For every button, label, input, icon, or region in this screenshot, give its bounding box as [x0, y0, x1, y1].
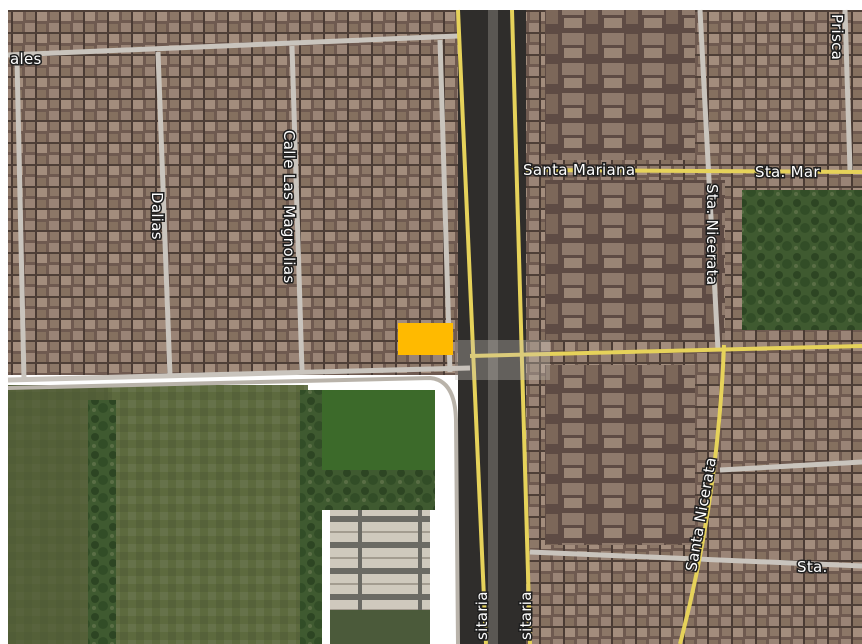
street-label-santa-mariana: Santa Mariana [523, 161, 635, 179]
street-label-magnolias: Calle Las Magnolias [280, 130, 298, 284]
property-marker[interactable] [398, 323, 453, 355]
street-label-dalias: Dalias [148, 192, 166, 240]
street-label-sta-mar: Sta. Mar [755, 163, 820, 181]
street-label-sitaria-right: sitaria [517, 591, 535, 640]
street-label-sta-nicerata: Sta. Nicerata [703, 184, 721, 285]
street-label-top-left: ales [10, 50, 42, 68]
street-label-sitaria-left: sitaria [473, 591, 491, 640]
street-label-sta-bottom: Sta. [797, 558, 828, 576]
street-label-prisca: Prisca [828, 14, 846, 60]
